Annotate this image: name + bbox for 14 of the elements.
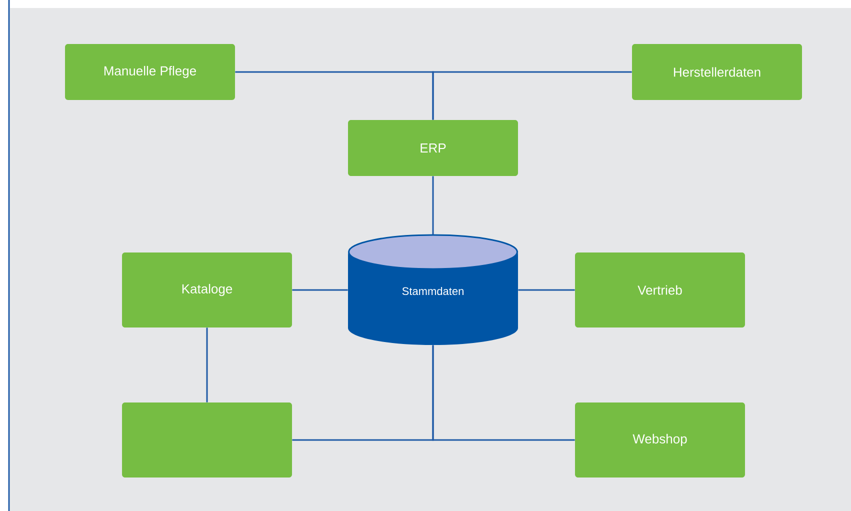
process-box xyxy=(122,402,292,478)
connector-line xyxy=(432,71,632,120)
process-box: Herstellerdaten xyxy=(632,44,802,100)
connector-line xyxy=(432,176,434,235)
database-cylinder: Stammdaten xyxy=(348,234,518,345)
process-box: ERP xyxy=(348,120,518,176)
process-box: Manuelle Pflege xyxy=(65,44,235,100)
process-box: Webshop xyxy=(575,402,745,478)
connector-line xyxy=(206,328,208,402)
process-box: Vertrieb xyxy=(575,252,745,328)
connector-line xyxy=(292,289,348,291)
process-box: Kataloge xyxy=(122,252,292,328)
connector-line xyxy=(518,289,575,291)
connector-line xyxy=(432,345,575,441)
